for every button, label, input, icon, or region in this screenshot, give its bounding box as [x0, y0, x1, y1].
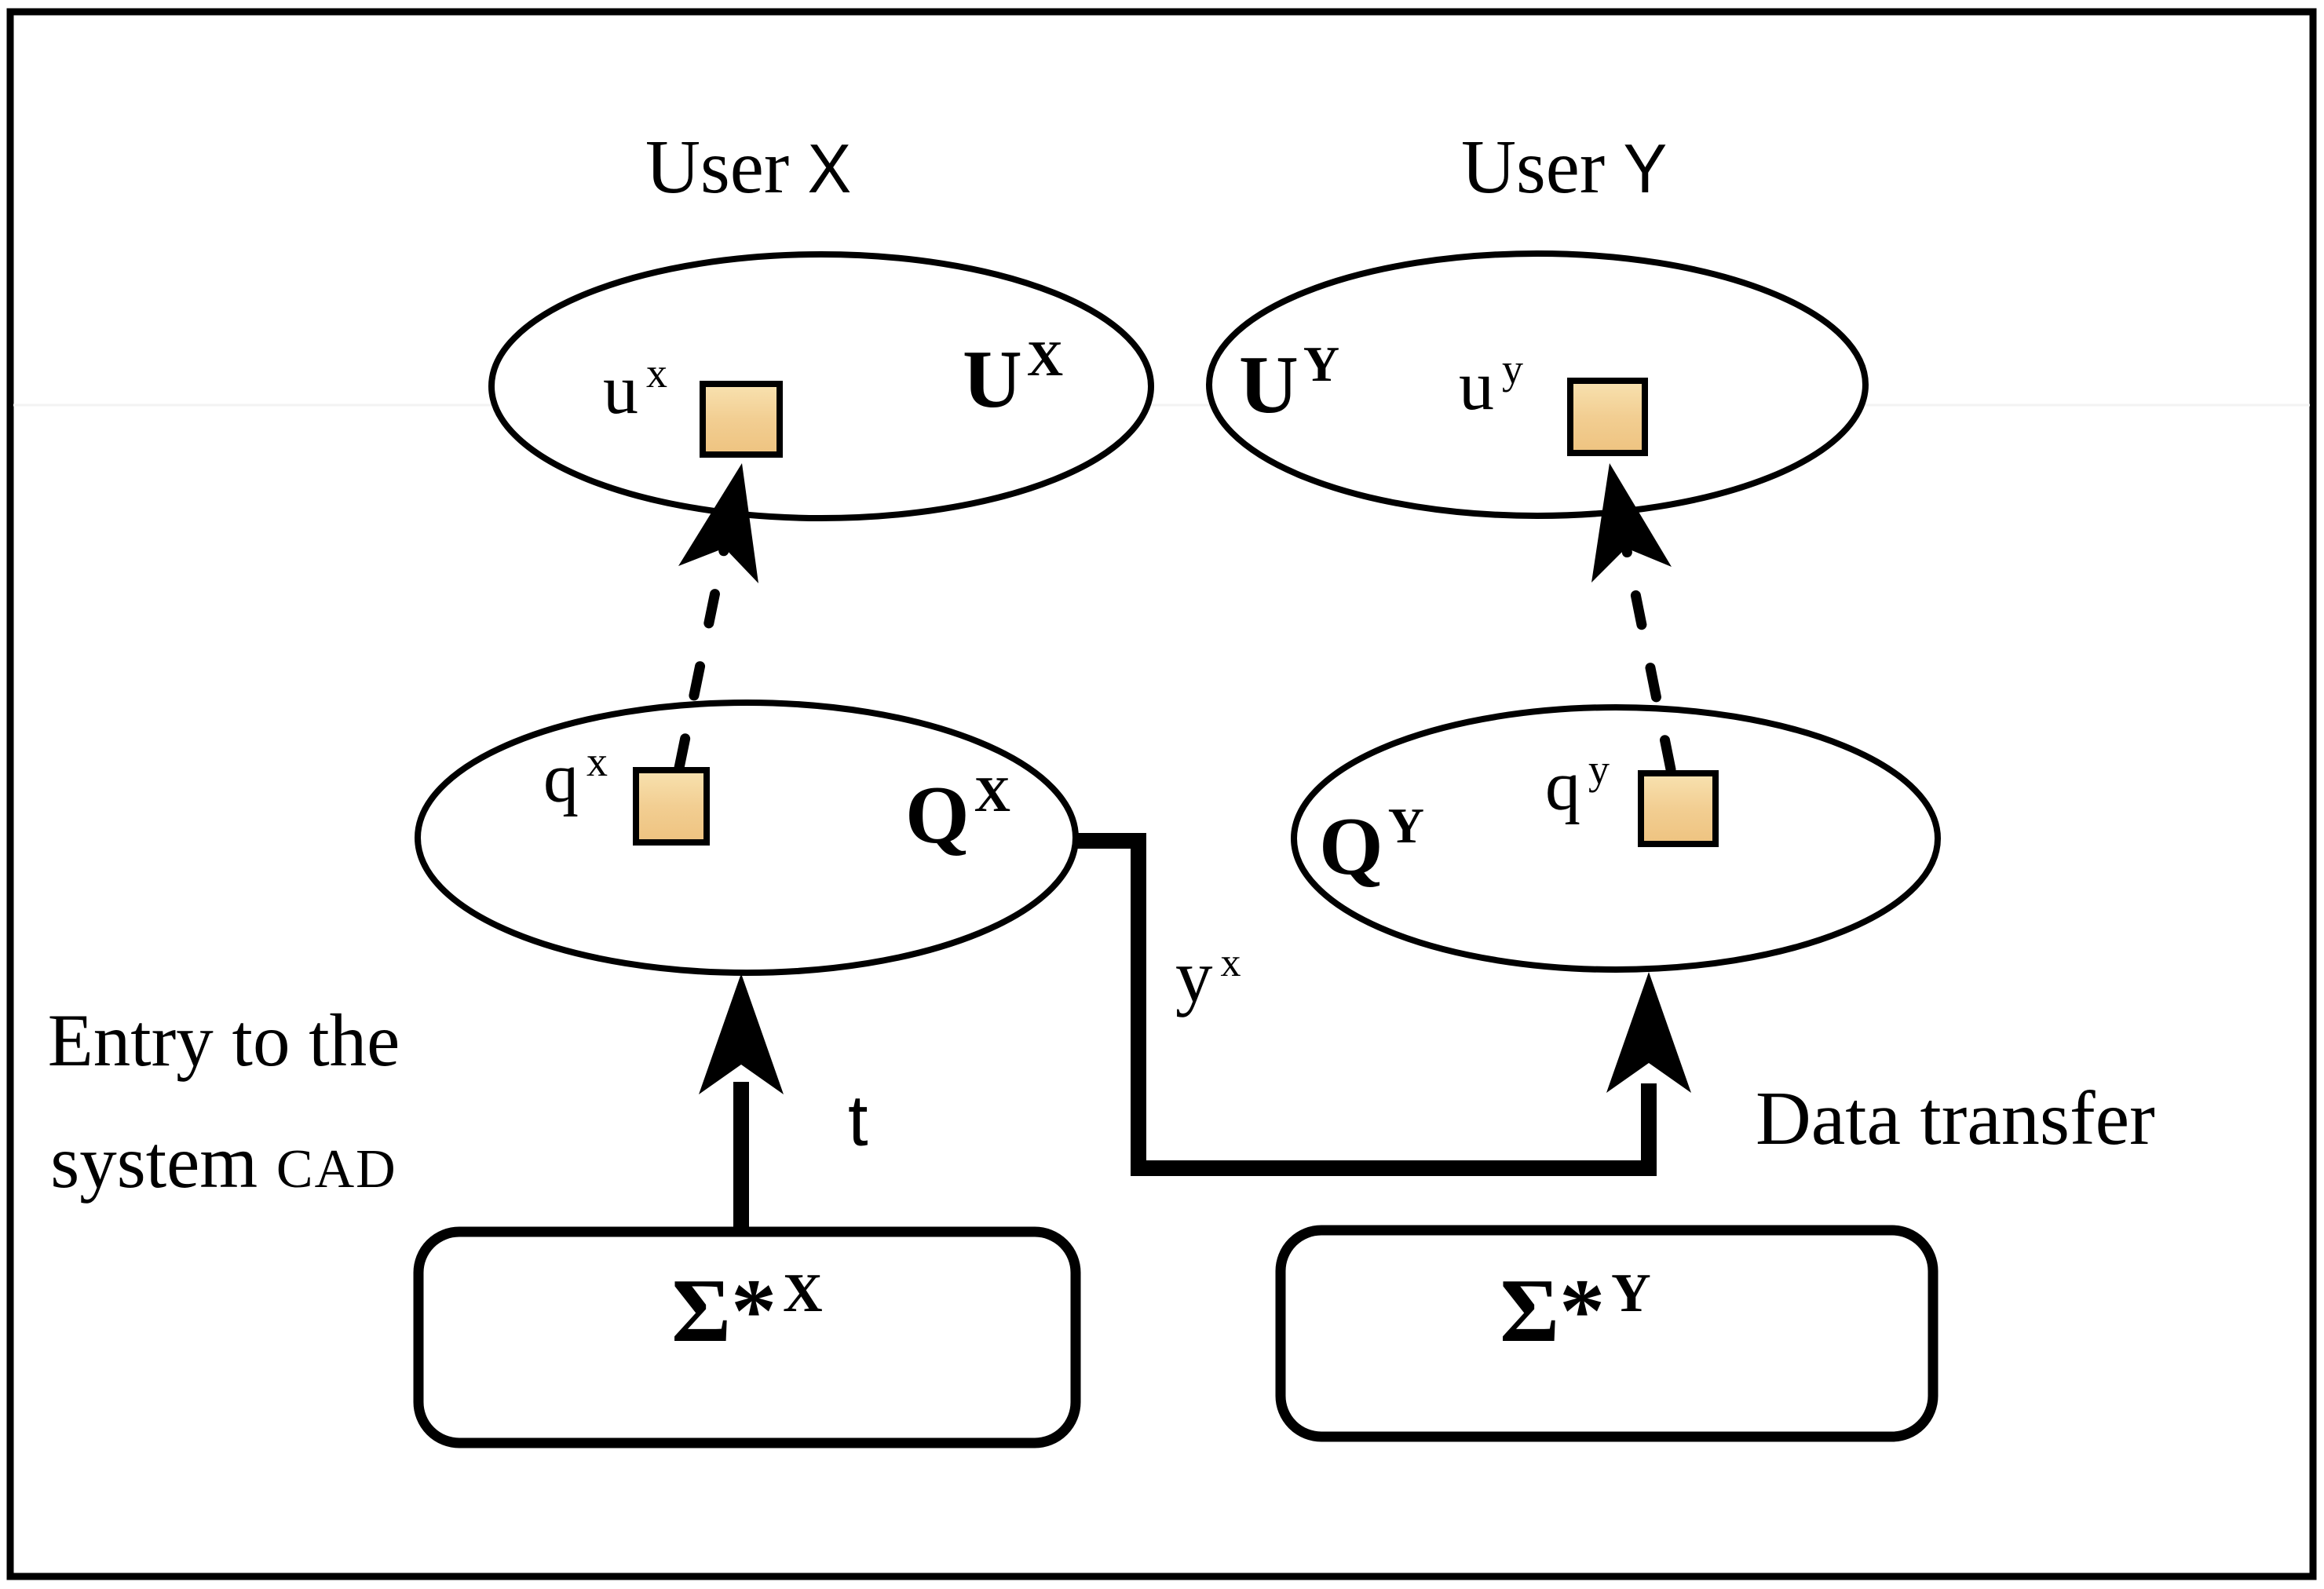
box-sigma-y [1275, 1225, 1938, 1442]
label-set-uy: UY [1239, 339, 1339, 426]
label-set-qy: QY [1319, 801, 1424, 887]
t-label: t [848, 1081, 868, 1161]
sigma-y-main: Σ* [1500, 1261, 1606, 1361]
entry-caption-line2: system CAD [27, 1101, 420, 1223]
entry-caption-line2-word: system [50, 1120, 258, 1204]
label-item-ux-main: u [603, 351, 638, 429]
element-square-qx [633, 767, 710, 846]
title-user-y-word: User [1461, 125, 1606, 209]
transfer-output-sup: x [1220, 940, 1241, 985]
sigma-y-sup: Y [1611, 1262, 1651, 1324]
label-item-uy-sup: y [1502, 345, 1523, 393]
label-item-qy-sup: y [1588, 745, 1610, 793]
sigma-x-sup: X [783, 1262, 823, 1324]
dashed-arrowhead-x [678, 463, 758, 583]
label-item-qx-main: q [543, 740, 579, 817]
transfer-connector-line [1074, 833, 1657, 1176]
box-sigma-x [413, 1226, 1081, 1448]
entry-caption-acronym: CAD [276, 1138, 397, 1200]
dashed-arrowhead-y [1591, 463, 1672, 583]
label-item-uy-main: u [1459, 347, 1494, 425]
sigma-y-label: Σ*Y [1249, 1266, 1902, 1357]
label-set-ux-sup: X [1026, 331, 1064, 387]
sigma-x-label: Σ*X [418, 1266, 1076, 1357]
label-set-qx-main: Q [905, 769, 970, 860]
ellipse-set-qy [1291, 704, 1941, 973]
title-user-x-letter: X [807, 130, 852, 207]
ellipse-set-uy [1206, 250, 1869, 519]
entry-caption-line1: Entry to the [47, 999, 400, 1082]
label-set-qx-sup: X [974, 766, 1010, 823]
sigma-x-main: Σ* [671, 1261, 777, 1361]
label-item-ux-sup: x [646, 349, 667, 396]
ellipse-set-ux [488, 251, 1154, 521]
entry-arrowhead [699, 973, 784, 1094]
element-square-qy [1638, 770, 1719, 847]
title-user-y-letter: Y [1623, 130, 1668, 207]
label-set-uy-main: U [1239, 338, 1299, 430]
label-item-qx-sup: x [586, 737, 608, 785]
dashed-link-y [1613, 506, 1676, 775]
element-square-uy [1567, 378, 1648, 456]
label-set-ux-main: U [963, 333, 1022, 425]
label-item-qy-main: q [1545, 747, 1580, 825]
title-user-x-word: User [645, 125, 790, 209]
label-set-qy-sup: Y [1387, 798, 1424, 854]
transfer-arrowhead [1606, 972, 1691, 1093]
label-set-qy-main: Q [1319, 800, 1383, 892]
transfer-output-main: y [1175, 934, 1213, 1017]
entry-caption: Entry to the system CAD [27, 980, 420, 1223]
outer-border [6, 8, 2317, 1580]
dashed-link-x [674, 502, 738, 773]
label-set-qx: QX [905, 769, 1010, 856]
label-set-uy-sup: Y [1303, 336, 1340, 393]
data-transfer-label: Data transfer [1756, 1076, 2155, 1161]
element-square-ux [700, 381, 783, 458]
label-set-ux: UX [963, 334, 1063, 420]
